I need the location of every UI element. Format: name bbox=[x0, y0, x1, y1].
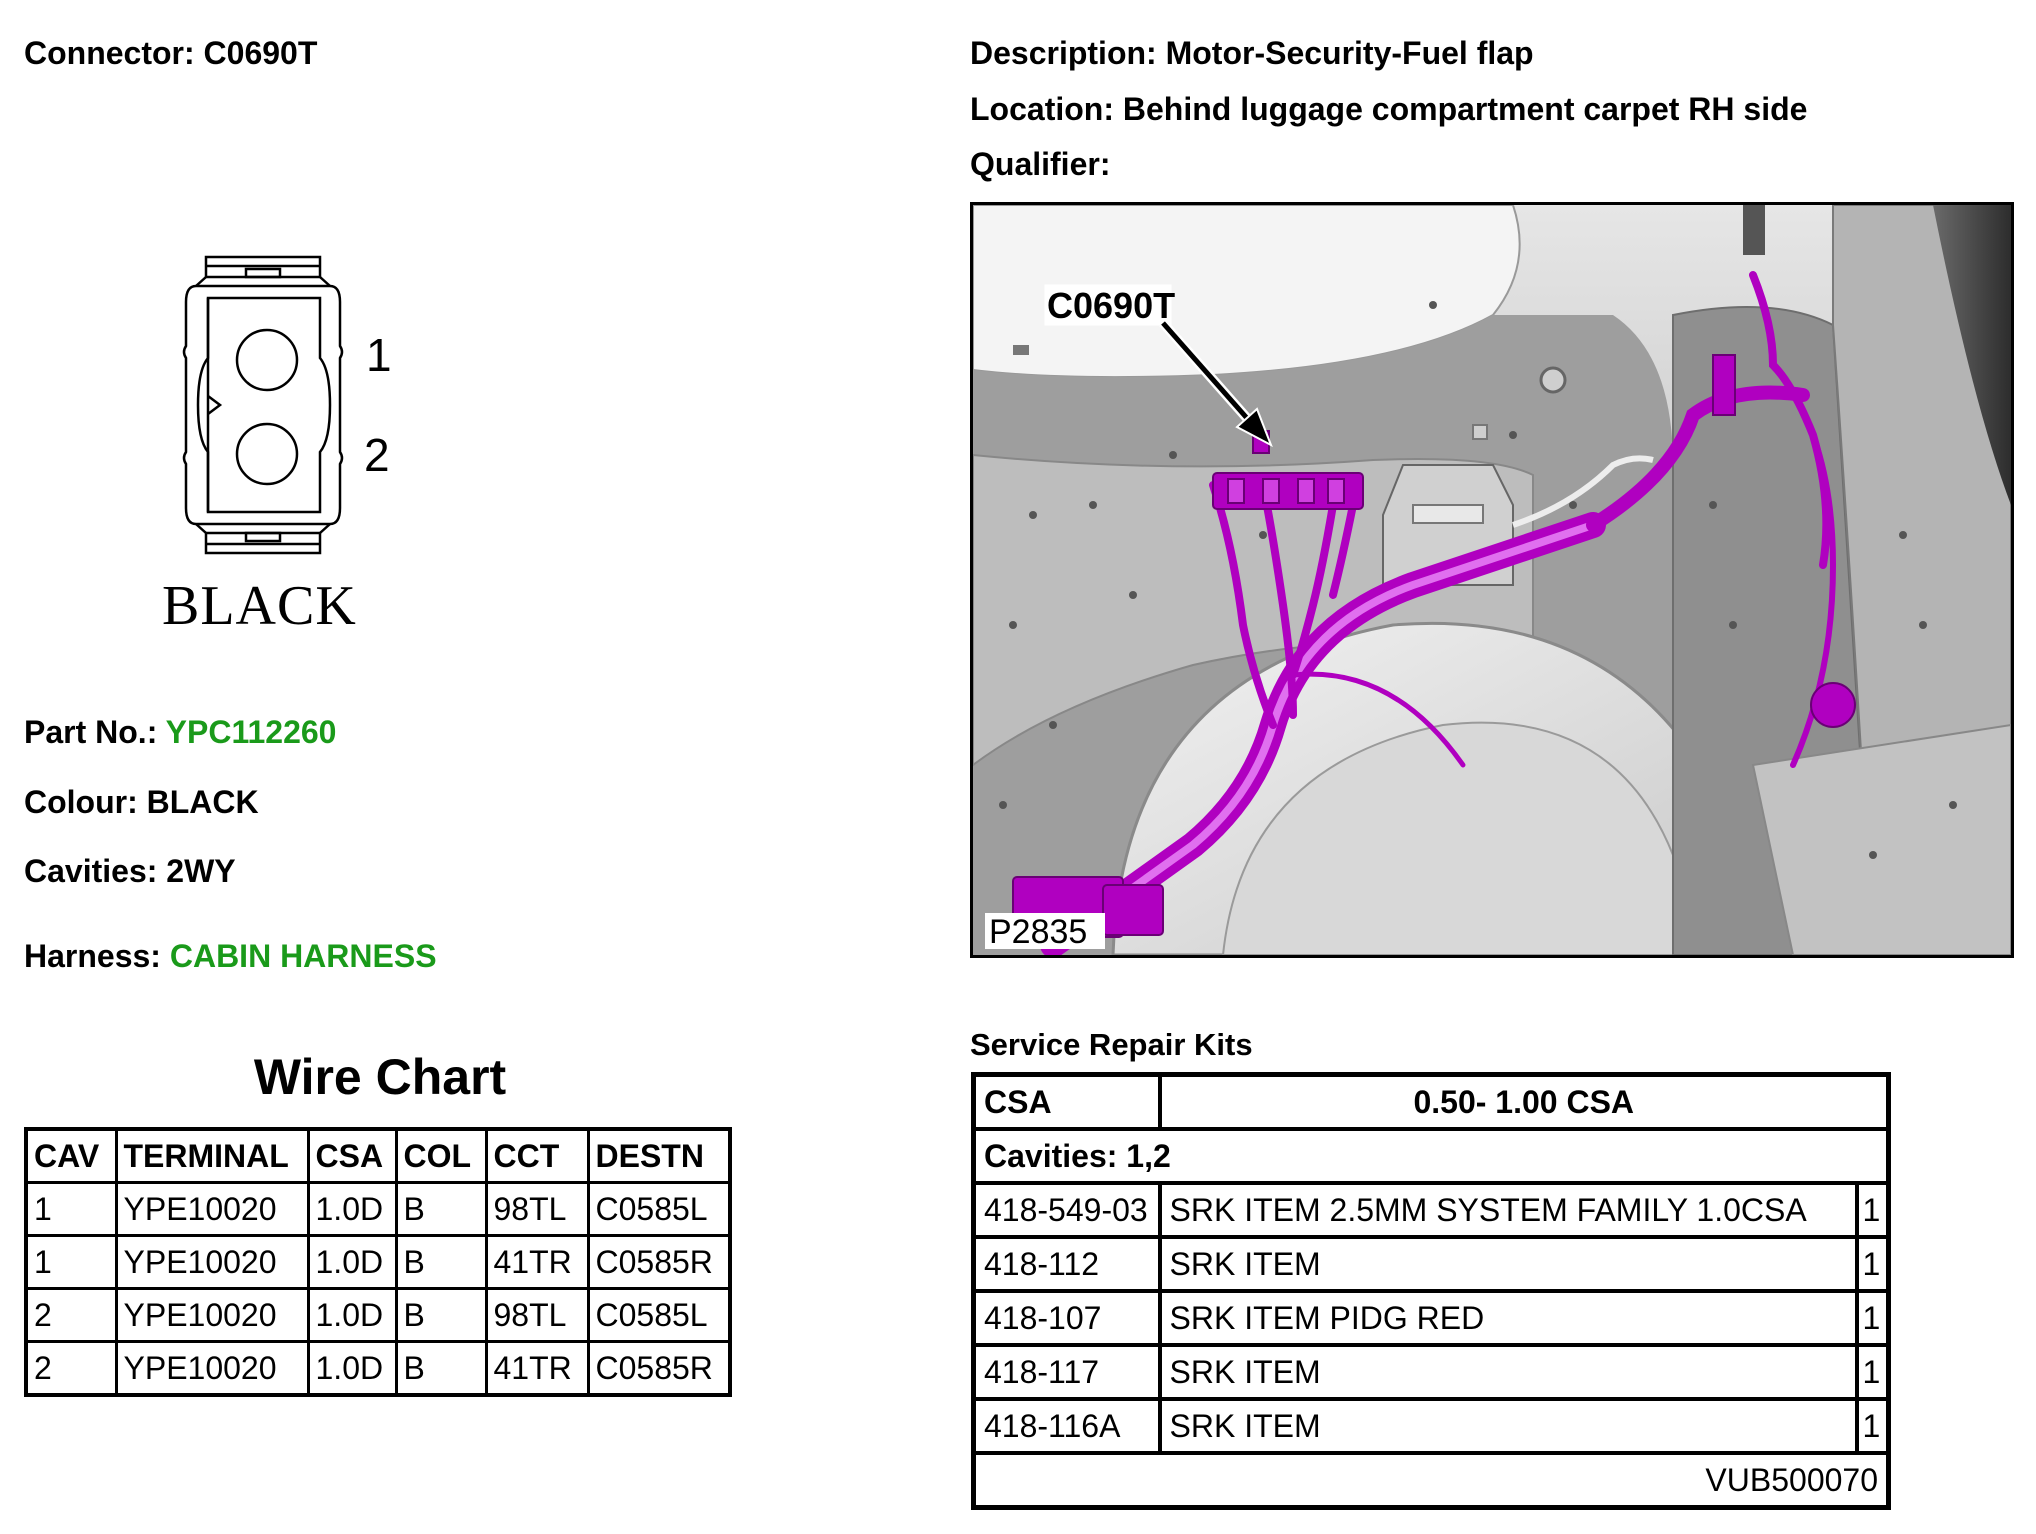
table-row: 418-549-03 SRK ITEM 2.5MM SYSTEM FAMILY … bbox=[971, 1181, 1891, 1239]
header-cct: CCT bbox=[484, 1127, 590, 1184]
kits-reference: VUB500070 bbox=[971, 1451, 1891, 1510]
kit-description: SRK ITEM PIDG RED bbox=[1157, 1289, 1859, 1347]
pin-number-2: 2 bbox=[364, 429, 390, 481]
cell-col: B bbox=[394, 1234, 488, 1290]
table-row: 2 YPE10020 1.0D B 41TR C0585R bbox=[24, 1340, 732, 1397]
cell-terminal: YPE10020 bbox=[114, 1181, 310, 1237]
cell-csa: 1.0D bbox=[306, 1234, 398, 1290]
cell-col: B bbox=[394, 1340, 488, 1397]
cell-terminal: YPE10020 bbox=[114, 1340, 310, 1397]
connector-value: C0690T bbox=[203, 35, 318, 71]
cell-terminal: YPE10020 bbox=[114, 1287, 310, 1343]
cell-col: B bbox=[394, 1287, 488, 1343]
location-value: Behind luggage compartment carpet RH sid… bbox=[1122, 91, 1808, 127]
harness-value: CABIN HARNESS bbox=[169, 938, 437, 974]
part-no-value: YPC112260 bbox=[165, 714, 337, 750]
description-value: Motor-Security-Fuel flap bbox=[1165, 35, 1534, 71]
cell-destn: C0585L bbox=[586, 1287, 732, 1343]
wire-chart-table: CAV TERMINAL CSA COL CCT DESTN 1 YPE1002… bbox=[24, 1127, 732, 1397]
wire-chart-header-row: CAV TERMINAL CSA COL CCT DESTN bbox=[24, 1127, 732, 1184]
service-kits-title: Service Repair Kits bbox=[970, 1027, 1253, 1062]
cavities-field: Cavities: 2WY bbox=[24, 855, 236, 887]
connector-colour-caption: BLACK bbox=[162, 575, 357, 637]
table-row: 1 YPE10020 1.0D B 41TR C0585R bbox=[24, 1234, 732, 1290]
cell-cav: 2 bbox=[24, 1287, 118, 1343]
cell-cct: 41TR bbox=[484, 1234, 590, 1290]
photo-callout-label: C0690T bbox=[1047, 285, 1175, 326]
cell-cav: 1 bbox=[24, 1181, 118, 1237]
table-row: 418-112 SRK ITEM 1 bbox=[971, 1235, 1891, 1293]
description-label: Description: bbox=[970, 35, 1157, 71]
header-terminal: TERMINAL bbox=[114, 1127, 310, 1184]
kit-quantity: 1 bbox=[1854, 1181, 1891, 1239]
cell-cct: 98TL bbox=[484, 1181, 590, 1237]
qualifier-label: Qualifier: bbox=[970, 146, 1111, 182]
colour-label: Colour: bbox=[24, 784, 138, 820]
cell-cav: 1 bbox=[24, 1234, 118, 1290]
kits-csa-value: 0.50- 1.00 CSA bbox=[1157, 1072, 1891, 1131]
kit-quantity: 1 bbox=[1854, 1397, 1891, 1455]
kit-description: SRK ITEM 2.5MM SYSTEM FAMILY 1.0CSA bbox=[1157, 1181, 1859, 1239]
cell-destn: C0585R bbox=[586, 1340, 732, 1397]
kits-csa-row: CSA 0.50- 1.00 CSA bbox=[971, 1072, 1891, 1131]
colour-value: BLACK bbox=[146, 784, 259, 820]
connector-label: Connector: bbox=[24, 35, 195, 71]
table-row: 418-117 SRK ITEM 1 bbox=[971, 1343, 1891, 1401]
location-label: Location: bbox=[970, 91, 1114, 127]
cavities-value: 2WY bbox=[166, 853, 236, 889]
qualifier-field: Qualifier: bbox=[970, 148, 1110, 180]
header-csa: CSA bbox=[306, 1127, 398, 1184]
header-destn: DESTN bbox=[586, 1127, 732, 1184]
cell-destn: C0585L bbox=[586, 1181, 732, 1237]
table-row: 418-116A SRK ITEM 1 bbox=[971, 1397, 1891, 1455]
cell-col: B bbox=[394, 1181, 488, 1237]
kits-csa-label: CSA bbox=[971, 1072, 1162, 1131]
header-cav: CAV bbox=[24, 1127, 118, 1184]
table-row: 418-107 SRK ITEM PIDG RED 1 bbox=[971, 1289, 1891, 1347]
kits-cavities: Cavities: 1,2 bbox=[971, 1127, 1891, 1185]
cell-cct: 41TR bbox=[484, 1340, 590, 1397]
kit-quantity: 1 bbox=[1854, 1289, 1891, 1347]
kit-description: SRK ITEM bbox=[1157, 1343, 1859, 1401]
kit-quantity: 1 bbox=[1854, 1343, 1891, 1401]
kit-quantity: 1 bbox=[1854, 1235, 1891, 1293]
kit-part-number: 418-116A bbox=[971, 1397, 1162, 1455]
location-photo: C0690T P2835 bbox=[970, 202, 2014, 958]
kit-description: SRK ITEM bbox=[1157, 1235, 1859, 1293]
kits-reference-row: VUB500070 bbox=[971, 1451, 1891, 1510]
harness-field: Harness: CABIN HARNESS bbox=[24, 940, 437, 972]
service-kits-table: CSA 0.50- 1.00 CSA Cavities: 1,2 418-549… bbox=[971, 1072, 1891, 1510]
location-field: Location: Behind luggage compartment car… bbox=[970, 93, 1807, 125]
photo-reference-label: P2835 bbox=[989, 913, 1087, 951]
kit-description: SRK ITEM bbox=[1157, 1397, 1859, 1455]
pin-number-1: 1 bbox=[366, 329, 392, 381]
cell-csa: 1.0D bbox=[306, 1340, 398, 1397]
description-field: Description: Motor-Security-Fuel flap bbox=[970, 37, 1534, 69]
wire-chart-title: Wire Chart bbox=[253, 1049, 507, 1105]
cell-csa: 1.0D bbox=[306, 1181, 398, 1237]
cell-cav: 2 bbox=[24, 1340, 118, 1397]
kits-cavities-row: Cavities: 1,2 bbox=[971, 1127, 1891, 1185]
kit-part-number: 418-549-03 bbox=[971, 1181, 1162, 1239]
kit-part-number: 418-112 bbox=[971, 1235, 1162, 1293]
harness-label: Harness: bbox=[24, 938, 161, 974]
header-col: COL bbox=[394, 1127, 488, 1184]
connector-face-drawing bbox=[182, 255, 344, 555]
cell-terminal: YPE10020 bbox=[114, 1234, 310, 1290]
cell-cct: 98TL bbox=[484, 1287, 590, 1343]
cell-destn: C0585R bbox=[586, 1234, 732, 1290]
cavities-label: Cavities: bbox=[24, 853, 158, 889]
table-row: 1 YPE10020 1.0D B 98TL C0585L bbox=[24, 1181, 732, 1237]
kit-part-number: 418-117 bbox=[971, 1343, 1162, 1401]
colour-field: Colour: BLACK bbox=[24, 786, 259, 818]
table-row: 2 YPE10020 1.0D B 98TL C0585L bbox=[24, 1287, 732, 1343]
part-no-field: Part No.: YPC112260 bbox=[24, 716, 336, 748]
kit-part-number: 418-107 bbox=[971, 1289, 1162, 1347]
part-no-label: Part No.: bbox=[24, 714, 158, 750]
connector-field: Connector: C0690T bbox=[24, 37, 317, 69]
cell-csa: 1.0D bbox=[306, 1287, 398, 1343]
location-illustration: C0690T P2835 bbox=[973, 205, 2011, 955]
